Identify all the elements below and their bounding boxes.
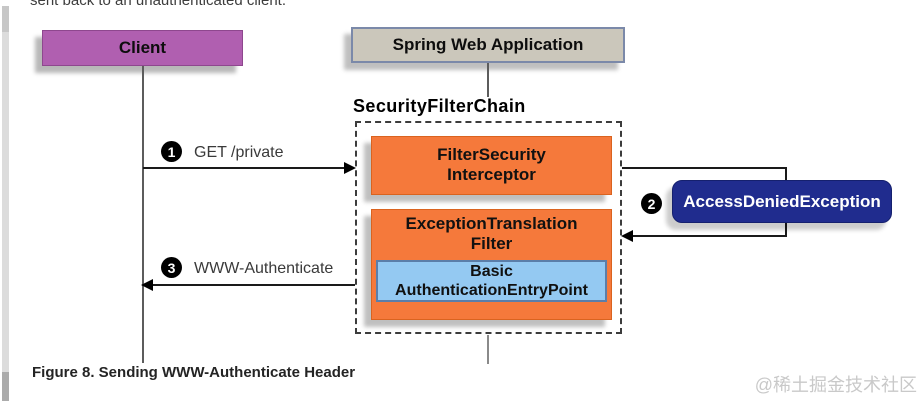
step1-arrowhead-icon (344, 162, 356, 174)
exception-translation-filter-label: ExceptionTranslation Filter (405, 214, 578, 253)
step2-number-badge: 2 (641, 193, 662, 214)
filter-security-interceptor-label: FilterSecurity Interceptor (437, 145, 546, 184)
spring-web-application-label: Spring Web Application (392, 35, 584, 54)
step1-arrow-line (143, 167, 346, 169)
step2-arrow-segment-bottom (633, 235, 787, 237)
step3-arrowhead-icon (141, 279, 153, 291)
security-filter-chain-title: SecurityFilterChain (353, 96, 526, 116)
paragraph-text-clipped: sent back to an unauthenticated client. (30, 0, 287, 9)
client-actor-box: Client (42, 30, 243, 66)
access-denied-exception-label: AccessDeniedException (683, 191, 881, 211)
web-app-lifeline-bottom (487, 335, 489, 364)
client-actor-label: Client (118, 38, 167, 57)
client-lifeline (142, 66, 144, 363)
scrollbar-track[interactable] (2, 6, 9, 401)
step3-message-label: WWW-Authenticate (194, 260, 334, 277)
security-filter-chain-boundary (355, 121, 622, 334)
web-app-lifeline-top (487, 63, 489, 97)
step1-number-badge: 1 (161, 141, 182, 162)
spring-web-application-box: Spring Web Application (351, 27, 625, 63)
step1-message-label: GET /private (194, 144, 284, 161)
step3-arrow-line (153, 284, 355, 286)
filter-security-interceptor-box (371, 136, 612, 195)
figure-caption: Figure 8. Sending WWW-Authenticate Heade… (32, 364, 356, 381)
step3-number-badge: 3 (161, 257, 182, 278)
access-denied-exception-box: AccessDeniedException (672, 180, 892, 223)
scrollbar-thumb[interactable] (2, 372, 9, 401)
watermark-text: @稀土掘金技术社区 (754, 375, 917, 395)
step2-arrowhead-icon (621, 230, 633, 242)
basic-authentication-entry-point-box: Basic AuthenticationEntryPoint (376, 260, 607, 302)
step2-arrow-segment-top (622, 167, 787, 169)
scrollbar-segment-top[interactable] (2, 6, 9, 32)
